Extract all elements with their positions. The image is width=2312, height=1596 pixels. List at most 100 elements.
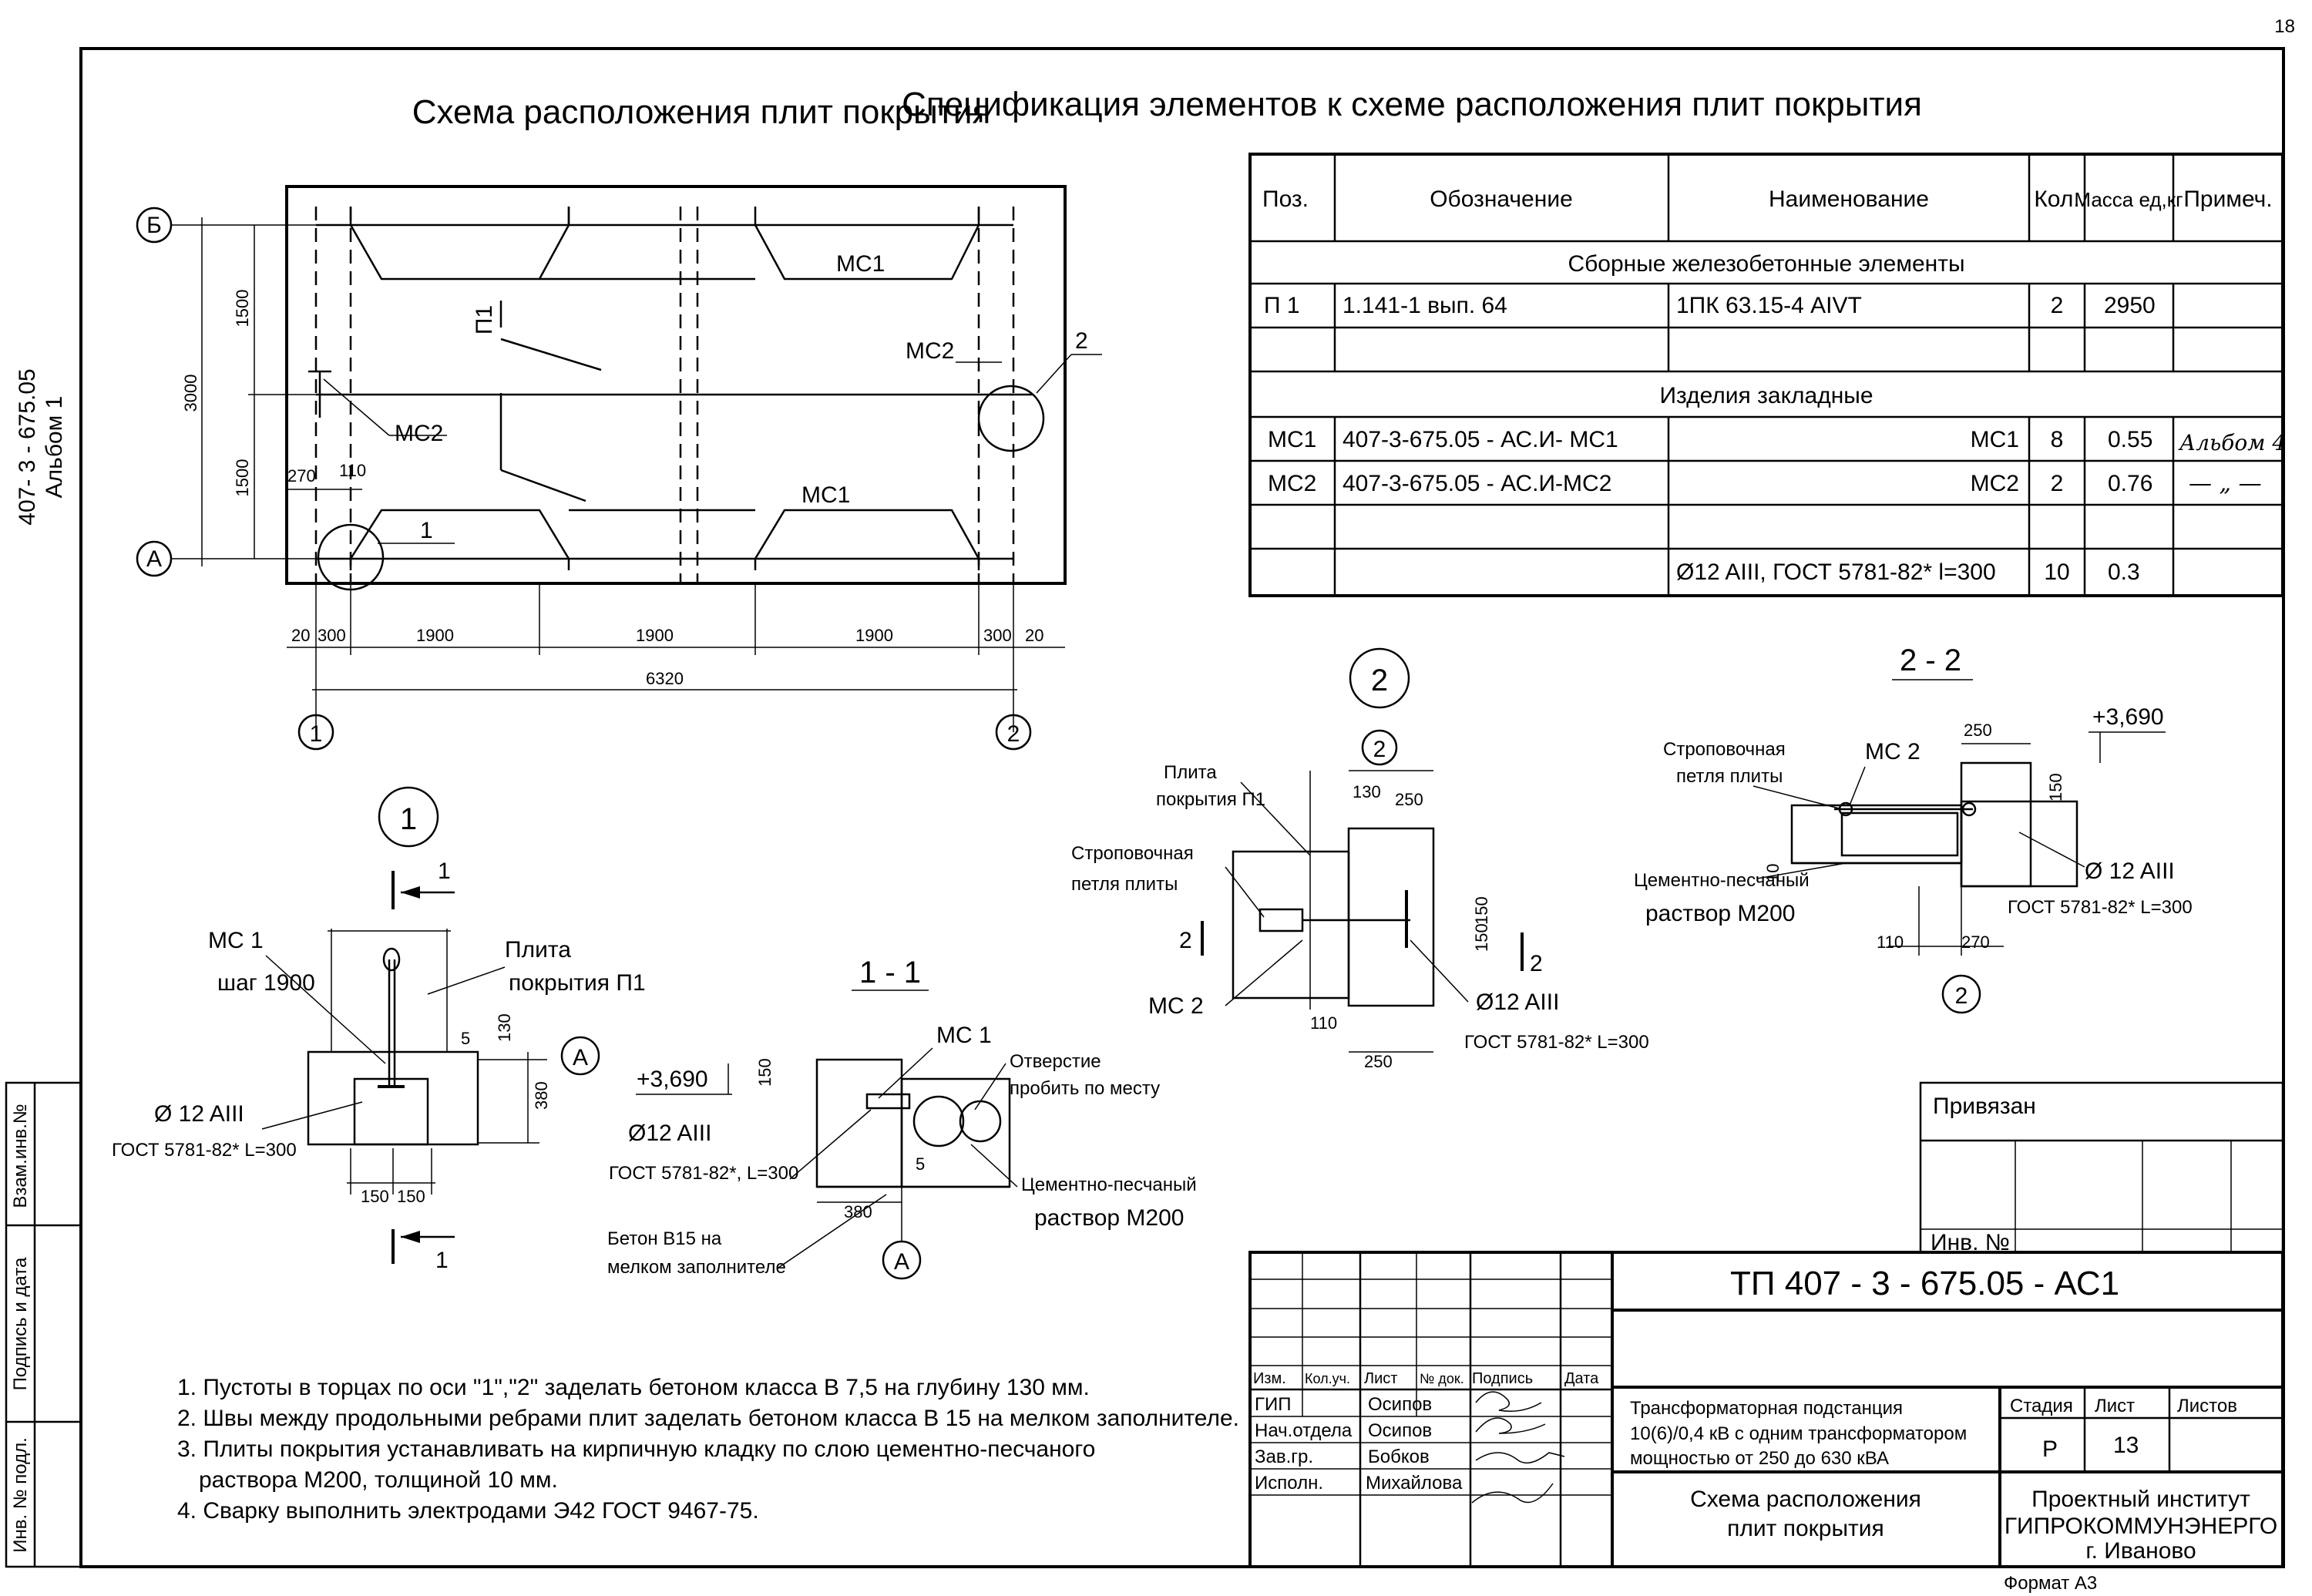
- spec-section-embedded: Изделия закладные: [1659, 383, 1873, 408]
- detail-2-axis: 2: [1373, 737, 1386, 762]
- dim-300-left: 300: [318, 626, 346, 645]
- section-11-hole-2: пробить по месту: [1010, 1078, 1160, 1099]
- section-11-d380: 380: [844, 1202, 872, 1221]
- spec-section-precast: Сборные железобетонные элементы: [1568, 251, 1964, 277]
- plan-title: Схема расположения плит покрытия: [412, 93, 991, 131]
- main-stamp: [1248, 1251, 2284, 1568]
- detail-2-gost: ГОСТ 5781-82* L=300: [1464, 1032, 1649, 1053]
- stamp-col-sign: Подпись: [1472, 1370, 1533, 1387]
- section-11-level: +3,690: [637, 1067, 708, 1092]
- spec-header-note: Примеч.: [2183, 186, 2272, 212]
- spec-row-mass: 0.3: [2108, 559, 2140, 585]
- detail-2-d110: 110: [1310, 1013, 1337, 1033]
- axis-1-label: 1: [310, 721, 323, 747]
- callout-1: 1: [420, 518, 433, 543]
- detail-1-cut-top: 1: [438, 858, 451, 884]
- spec-header-mass: Масса ед,кг: [2074, 188, 2183, 211]
- detail-1-plate-2: покрытия П1: [509, 970, 646, 996]
- org-line-3: г. Иваново: [2085, 1538, 2196, 1564]
- spec-row-designation: 407-3-675.05 - АС.И- МС1: [1343, 427, 1618, 452]
- dim-300-right: 300: [983, 626, 1012, 645]
- spec-row-note: — „ —: [2189, 470, 2262, 497]
- plan-outline: [285, 185, 1067, 585]
- stamp-person: Осипов: [1368, 1394, 1432, 1415]
- project-desc-2: 10(6)/0,4 кВ с одним трансформатором: [1630, 1423, 1967, 1444]
- axis-b-label: Б: [146, 213, 162, 238]
- detail-2-d150a: 150: [1472, 896, 1491, 925]
- sheet-title-1: Схема расположения: [1690, 1487, 1921, 1512]
- section-11-axis: А: [894, 1249, 909, 1275]
- section-22-loop-2: петля плиты: [1676, 766, 1783, 787]
- spec-header-qty: Кол.: [2034, 186, 2079, 212]
- detail-1-gost: ГОСТ 5781-82* L=300: [112, 1140, 297, 1161]
- stamp-col-date: Дата: [1564, 1370, 1599, 1387]
- spec-row-name: 1ПК 63.15-4 AIVT: [1676, 293, 1862, 318]
- label-ms1-top: МС1: [836, 251, 885, 277]
- spec-row-designation: 407-3-675.05 - АС.И-МС2: [1343, 471, 1611, 496]
- signature-scribbles: [1471, 1391, 1565, 1504]
- stamp-role: ГИП: [1255, 1394, 1292, 1415]
- section-1-1: 1 - 1 +3,690 МС 1 Отверстие пробить по м…: [607, 956, 1197, 1280]
- left-approval-stamp: Взам.инв.№ Подпись и дата Инв. № подл.: [5, 1081, 82, 1568]
- detail-2: 2 2 130 250 Плита покрытия П1 Строповочн…: [1071, 647, 1649, 1071]
- side-album-label: 407- 3 - 675.05 Альбом 1: [15, 368, 67, 525]
- section-22-mortar-2: раствор М200: [1645, 901, 1795, 926]
- section-22-ms: МС 2: [1865, 739, 1921, 764]
- spec-header-name: Наименование: [1769, 186, 1929, 212]
- section-11-mortar-2: раствор М200: [1034, 1205, 1184, 1231]
- detail-1-d130: 130: [495, 1013, 514, 1042]
- spec-header-pos: Поз.: [1262, 186, 1309, 212]
- spec-row-pos: П 1: [1264, 293, 1300, 318]
- section-11-concrete-2: мелком заполнителе: [607, 1257, 786, 1278]
- note-2: 2. Швы между продольными ребрами плит за…: [177, 1406, 1239, 1431]
- dim-1900-a: 1900: [416, 626, 454, 645]
- axis-a-label: А: [146, 546, 162, 572]
- detail-1-d380: 380: [532, 1081, 551, 1110]
- org-line-1: Проектный институт: [2031, 1487, 2250, 1512]
- section-11-d150: 150: [755, 1058, 775, 1087]
- svg-text:Альбом 1: Альбом 1: [42, 396, 67, 499]
- project-code: ТП 407 - 3 - 675.05 - АС1: [1730, 1265, 2119, 1302]
- detail-2-d250b: 250: [1364, 1052, 1393, 1071]
- stamp-col-list: Лист: [1364, 1370, 1397, 1387]
- spec-row-qty: 8: [2051, 427, 2064, 452]
- section-22-gost: ГОСТ 5781-82* L=300: [2008, 897, 2193, 918]
- detail-2-cut-right: 2: [1530, 951, 1543, 976]
- spec-row-pos: МС1: [1268, 427, 1316, 452]
- section-22-mortar-1: Цементно-песчаный: [1634, 870, 1810, 891]
- callout-2: 2: [1075, 328, 1088, 354]
- section-2-2: 2 - 2 Строповочная петля плиты МС 2 Цеме…: [1634, 643, 2193, 1014]
- dim-20-left: 20: [291, 626, 310, 645]
- spec-row-name: МС1: [1971, 427, 2019, 452]
- section-11-concrete-1: Бетон В15 на: [607, 1228, 722, 1249]
- detail-1-d150b: 150: [397, 1187, 425, 1206]
- spec-row-designation: 1.141-1 вып. 64: [1343, 293, 1507, 318]
- stamp-col-doc: № док.: [1420, 1371, 1464, 1386]
- spec-row-note: Альбом 4: [2178, 430, 2286, 455]
- section-22-level: +3,690: [2092, 704, 2164, 730]
- title-block: Привязан Инв. № Изм. Кол.уч. Лист № док.…: [1248, 1081, 2284, 1594]
- stamp-role: Исполн.: [1255, 1473, 1323, 1494]
- section-11-gost: ГОСТ 5781-82*, L=300: [609, 1163, 798, 1184]
- sheet-header: Лист: [2095, 1396, 2135, 1416]
- dim-270: 270: [287, 466, 316, 486]
- detail-1-mark: 1: [400, 802, 417, 836]
- detail-1: 1 1 1 МС 1 шаг 1900 Плита покрытия П1 Ø …: [112, 786, 646, 1273]
- detail-2-d130: 130: [1353, 782, 1381, 801]
- section-11-rebar: Ø12 AIII: [628, 1121, 711, 1146]
- detail-2-rebar: Ø12 AIII: [1476, 990, 1559, 1015]
- dim-1900-b: 1900: [636, 626, 674, 645]
- dim-6320: 6320: [646, 669, 684, 688]
- dim-1500-bottom: 1500: [233, 459, 252, 497]
- detail-2-d250: 250: [1395, 790, 1423, 809]
- stamp-label-sign: Подпись и дата: [10, 1257, 31, 1390]
- general-notes: 1. Пустоты в торцах по оси "1","2" задел…: [177, 1375, 1239, 1524]
- spec-title: Спецификация элементов к схеме расположе…: [902, 86, 1922, 123]
- dim-3000: 3000: [181, 375, 200, 412]
- detail-1-cut-bottom: 1: [435, 1248, 449, 1273]
- spec-table: Спецификация элементов к схеме расположе…: [902, 86, 2286, 597]
- note-1: 1. Пустоты в торцах по оси "1","2" задел…: [177, 1375, 1090, 1400]
- stamp-label-inv: Инв. № подл.: [10, 1437, 31, 1553]
- note-3-cont: раствора М200, толщиной 10 мм.: [199, 1467, 558, 1493]
- project-desc-3: мощностью от 250 до 630 кВА: [1630, 1448, 1889, 1469]
